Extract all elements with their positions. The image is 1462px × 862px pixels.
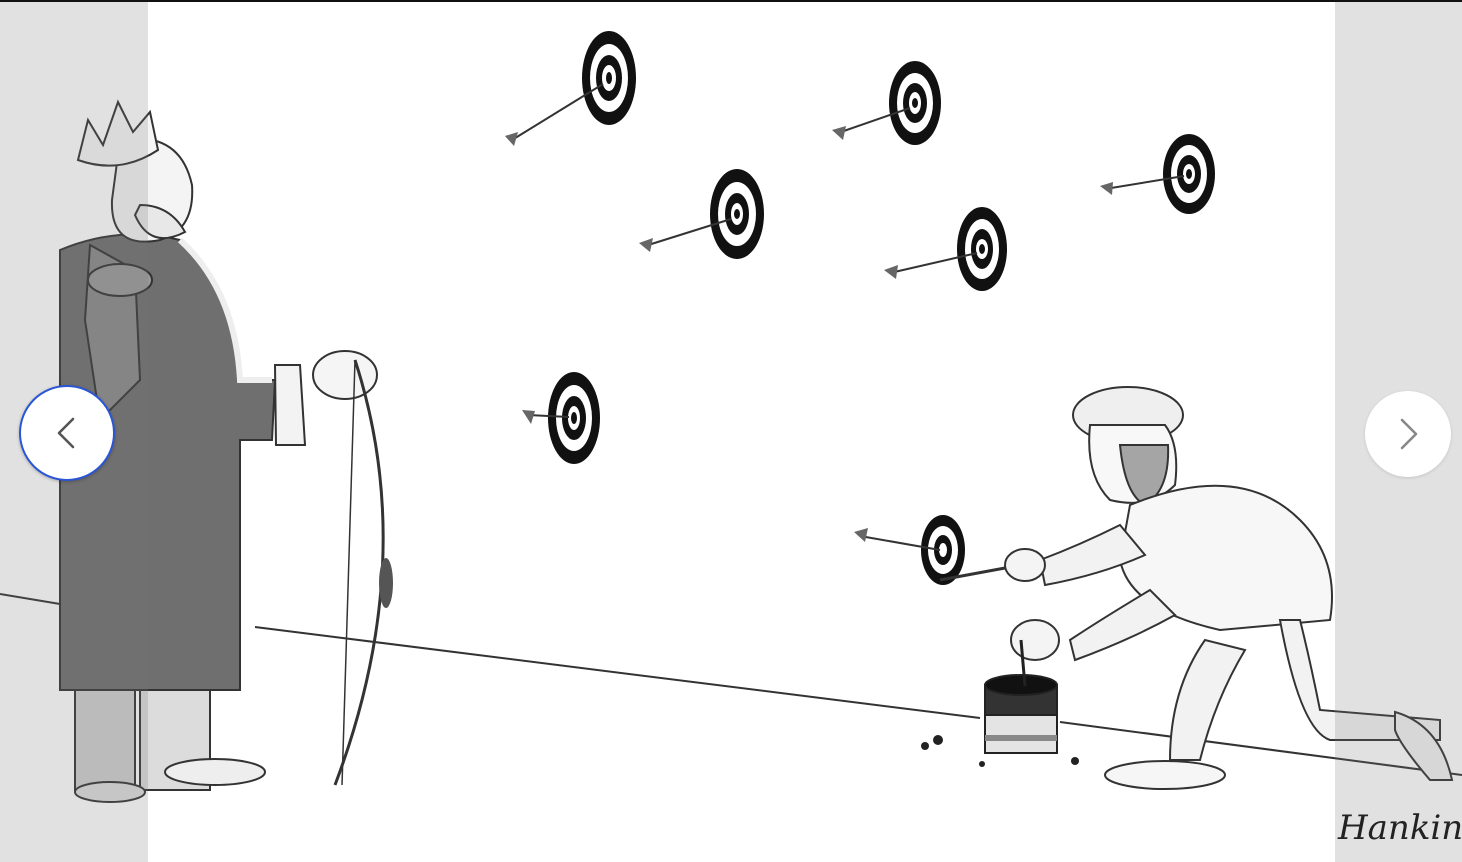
previous-image-button[interactable] [19, 385, 115, 481]
paint-can [921, 639, 1079, 767]
ground-line [0, 593, 1462, 776]
bow [333, 359, 393, 786]
king-figure [59, 99, 378, 803]
painted-target [854, 515, 965, 585]
target-6 [522, 372, 600, 464]
top-border [0, 0, 1462, 2]
chevron-left-icon [57, 417, 75, 449]
target-2 [832, 61, 941, 145]
target-4 [639, 169, 764, 259]
artist-signature: Hankin [1338, 808, 1462, 848]
next-image-button[interactable] [1365, 391, 1451, 477]
chevron-right-icon [1400, 418, 1418, 450]
target-5 [884, 207, 1007, 291]
target-1 [505, 31, 636, 146]
archer-figure [939, 386, 1454, 790]
target-3 [1100, 134, 1215, 214]
